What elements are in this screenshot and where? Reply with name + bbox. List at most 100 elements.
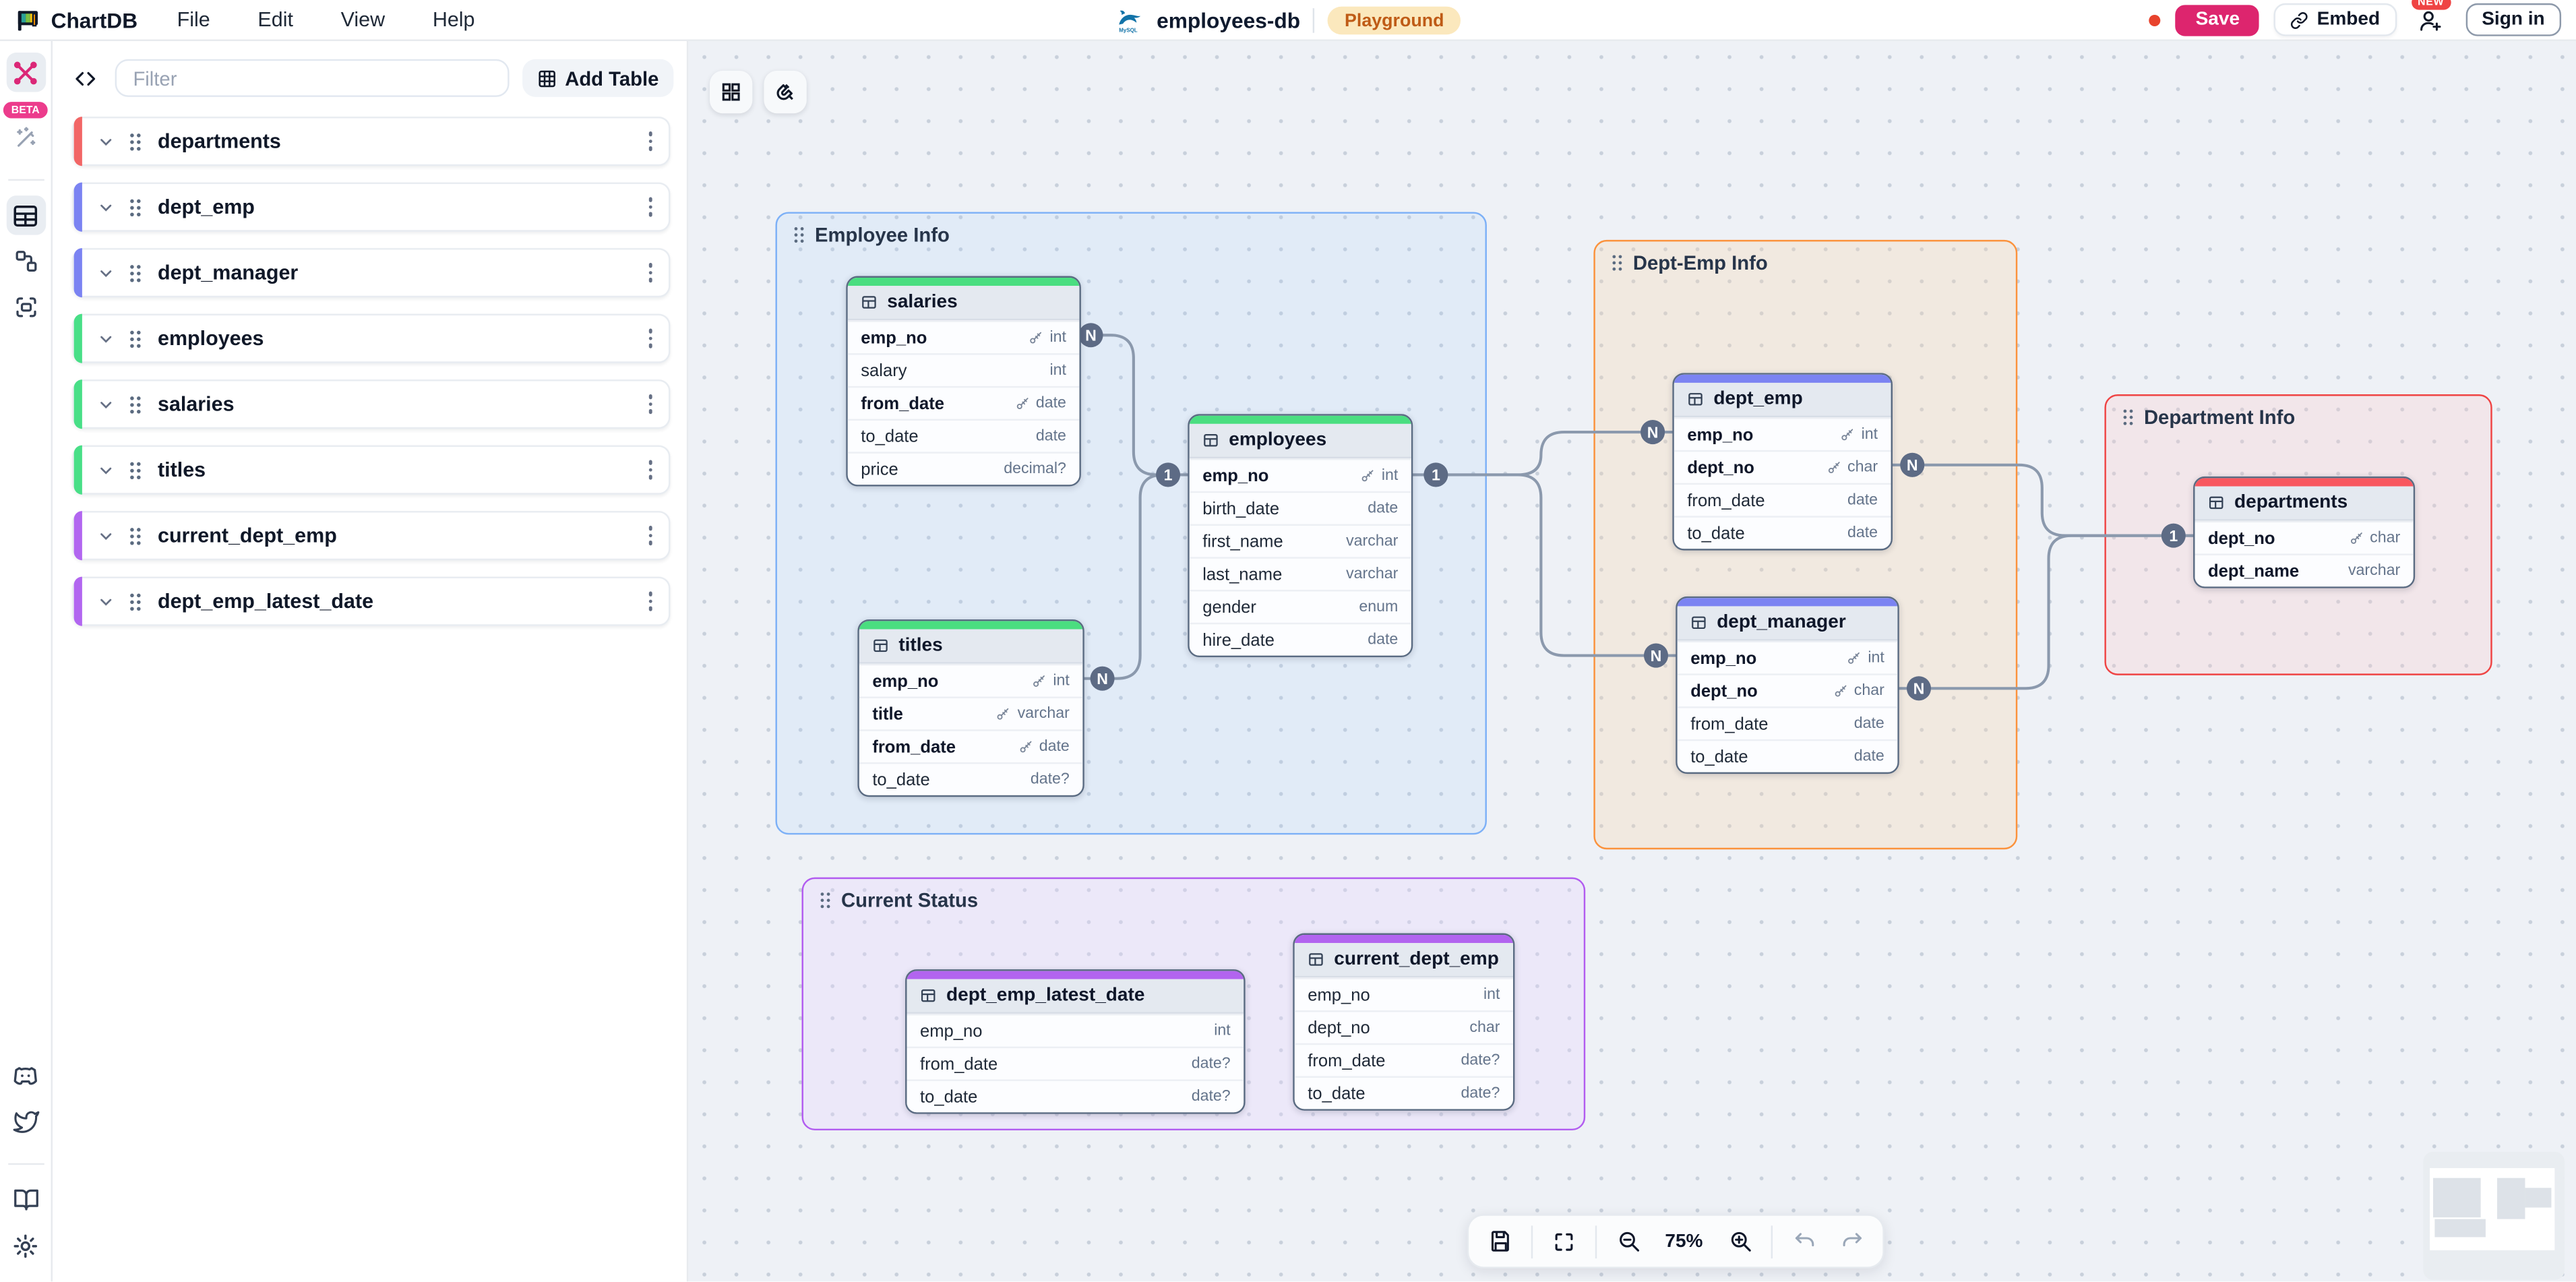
- field-row[interactable]: birth_date date: [1189, 491, 1411, 524]
- drag-handle-icon[interactable]: [127, 459, 143, 481]
- view-code-button[interactable]: [69, 61, 102, 94]
- field-row[interactable]: from_date date?: [907, 1046, 1244, 1080]
- field-row[interactable]: title varchar: [859, 696, 1083, 730]
- field-row[interactable]: emp_no int: [847, 320, 1080, 354]
- drag-handle-icon[interactable]: [127, 590, 143, 612]
- area-drag-handle-icon[interactable]: [2121, 408, 2135, 427]
- invite-user-button[interactable]: NEW: [2411, 0, 2451, 38]
- drag-handle-icon[interactable]: [127, 328, 143, 349]
- field-row[interactable]: from_date date: [1677, 706, 1898, 739]
- sidebar-item-current_dept_emp[interactable]: current_dept_emp: [72, 511, 671, 561]
- field-row[interactable]: dept_name varchar: [2195, 553, 2414, 587]
- field-row[interactable]: dept_no char: [1674, 450, 1891, 483]
- table-menu-button[interactable]: [648, 394, 652, 414]
- relationships-panel-button[interactable]: [6, 241, 46, 281]
- table-header[interactable]: departments: [2195, 486, 2414, 521]
- areas-panel-button[interactable]: [6, 288, 46, 328]
- field-row[interactable]: emp_no int: [1294, 977, 1513, 1011]
- zoom-out-button[interactable]: [1607, 1220, 1649, 1262]
- chevron-down-icon[interactable]: [97, 461, 115, 479]
- table-menu-button[interactable]: [648, 526, 652, 545]
- sidebar-item-dept_emp[interactable]: dept_emp: [72, 182, 671, 232]
- table-header[interactable]: titles: [859, 629, 1083, 664]
- signin-button[interactable]: Sign in: [2465, 3, 2562, 36]
- table-menu-button[interactable]: [648, 460, 652, 480]
- area-drag-handle-icon[interactable]: [1610, 253, 1624, 272]
- chevron-down-icon[interactable]: [97, 132, 115, 150]
- field-row[interactable]: to_date date: [1677, 739, 1898, 772]
- field-row[interactable]: from_date date?: [1294, 1043, 1513, 1076]
- filter-input[interactable]: [115, 59, 510, 97]
- field-row[interactable]: dept_no char: [1677, 673, 1898, 707]
- drag-handle-icon[interactable]: [127, 525, 143, 547]
- minimap[interactable]: [2423, 1151, 2565, 1280]
- chevron-down-icon[interactable]: [97, 330, 115, 348]
- sidebar-item-departments[interactable]: departments: [72, 117, 671, 166]
- drag-handle-icon[interactable]: [127, 196, 143, 218]
- field-row[interactable]: dept_no char: [1294, 1010, 1513, 1043]
- sidebar-item-employees[interactable]: employees: [72, 313, 671, 363]
- drag-handle-icon[interactable]: [127, 394, 143, 415]
- table-header[interactable]: dept_emp_latest_date: [907, 979, 1244, 1014]
- docs-button[interactable]: [6, 1180, 46, 1220]
- field-row[interactable]: from_date date: [847, 386, 1080, 419]
- field-row[interactable]: first_name varchar: [1189, 524, 1411, 557]
- add-table-button[interactable]: Add Table: [522, 59, 674, 97]
- drag-handle-icon[interactable]: [127, 262, 143, 284]
- fit-view-button[interactable]: [1543, 1220, 1585, 1262]
- chevron-down-icon[interactable]: [97, 526, 115, 545]
- chevron-down-icon[interactable]: [97, 198, 115, 216]
- table-node-dept_manager[interactable]: dept_manager emp_no int dept_no char fro…: [1676, 596, 1899, 774]
- field-row[interactable]: emp_no int: [907, 1013, 1244, 1047]
- diagram-canvas[interactable]: Employee Info Dept-Emp Info Department I…: [688, 40, 2576, 1282]
- table-node-titles[interactable]: titles emp_no int title varchar from_dat…: [857, 619, 1084, 797]
- field-row[interactable]: to_date date?: [907, 1079, 1244, 1113]
- table-node-employees[interactable]: employees emp_no int birth_date date fir…: [1188, 414, 1413, 657]
- magic-wand-button[interactable]: [6, 119, 46, 158]
- table-menu-button[interactable]: [648, 263, 652, 282]
- sidebar-item-titles[interactable]: titles: [72, 445, 671, 495]
- field-row[interactable]: to_date date: [847, 419, 1080, 452]
- field-row[interactable]: to_date date?: [1294, 1076, 1513, 1109]
- embed-button[interactable]: Embed: [2274, 3, 2397, 36]
- table-header[interactable]: dept_emp: [1674, 382, 1891, 418]
- tables-panel-button[interactable]: [5, 195, 46, 235]
- chevron-down-icon[interactable]: [97, 264, 115, 282]
- zoom-level[interactable]: 75%: [1665, 1231, 1703, 1252]
- field-row[interactable]: from_date date: [859, 729, 1083, 762]
- snap-magnet-button[interactable]: [764, 70, 807, 114]
- table-menu-button[interactable]: [648, 329, 652, 348]
- redo-button[interactable]: [1830, 1220, 1872, 1262]
- drag-handle-icon[interactable]: [127, 131, 143, 152]
- table-node-departments[interactable]: departments dept_no char dept_name varch…: [2193, 476, 2416, 588]
- field-row[interactable]: emp_no int: [1677, 640, 1898, 674]
- field-row[interactable]: price decimal?: [847, 452, 1080, 485]
- table-node-dept_emp_latest_date[interactable]: dept_emp_latest_date emp_no int from_dat…: [905, 969, 1246, 1114]
- table-header[interactable]: dept_manager: [1677, 606, 1898, 641]
- sidebar-item-dept_manager[interactable]: dept_manager: [72, 248, 671, 298]
- field-row[interactable]: hire_date date: [1189, 622, 1411, 656]
- table-header[interactable]: salaries: [847, 286, 1080, 321]
- table-menu-button[interactable]: [648, 592, 652, 611]
- chevron-down-icon[interactable]: [97, 592, 115, 611]
- field-row[interactable]: to_date date?: [859, 762, 1083, 795]
- table-menu-button[interactable]: [648, 131, 652, 151]
- save-diagram-button[interactable]: [1479, 1220, 1521, 1262]
- field-row[interactable]: emp_no int: [859, 663, 1083, 697]
- layout-grid-button[interactable]: [710, 70, 753, 114]
- field-row[interactable]: to_date date: [1674, 516, 1891, 549]
- menu-view[interactable]: View: [340, 8, 386, 32]
- undo-button[interactable]: [1783, 1220, 1825, 1262]
- brand[interactable]: ChartDB: [15, 7, 137, 33]
- menu-help[interactable]: Help: [432, 8, 475, 32]
- field-row[interactable]: dept_no char: [2195, 520, 2414, 554]
- twitter-button[interactable]: [6, 1103, 46, 1143]
- settings-button[interactable]: [6, 1226, 46, 1266]
- field-row[interactable]: gender enum: [1189, 590, 1411, 623]
- zoom-in-button[interactable]: [1719, 1220, 1761, 1262]
- save-button[interactable]: Save: [2176, 4, 2260, 36]
- discord-button[interactable]: [6, 1057, 46, 1097]
- field-row[interactable]: salary int: [847, 353, 1080, 386]
- field-row[interactable]: from_date date: [1674, 483, 1891, 516]
- menu-file[interactable]: File: [177, 8, 210, 32]
